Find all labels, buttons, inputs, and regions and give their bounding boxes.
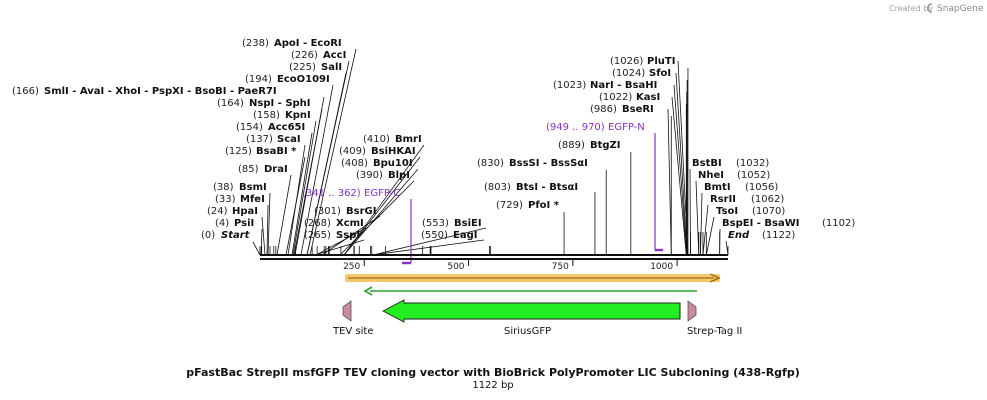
site-label-acc65i[interactable]: (154)Acc65I xyxy=(236,122,305,133)
site-label-bmri[interactable]: (410)BmrI xyxy=(363,134,422,145)
restriction-site-labels: (0)Start (4)PsiI (24)HpaI (33)MfeI (38)B… xyxy=(12,38,855,241)
site-label-btsi[interactable]: (803)BtsI - BtsαI xyxy=(484,182,578,193)
site-label-sspi[interactable]: (265)SspI xyxy=(304,230,360,241)
site-label-tsoi[interactable]: TsoI(1070) xyxy=(716,206,785,217)
site-label-bsssi[interactable]: (830)BssSI - BssSαI xyxy=(477,158,588,169)
site-label-scai[interactable]: (137)ScaI xyxy=(246,134,301,145)
site-label-bseri[interactable]: (986)BseRI xyxy=(590,104,654,115)
site-leader xyxy=(725,240,729,256)
site-leader xyxy=(702,204,709,256)
site-label-start[interactable]: (0)Start xyxy=(201,230,251,241)
site-label-btgzi[interactable]: (889)BtgZI xyxy=(558,140,621,151)
site-label-pluti[interactable]: (1026)PluTI xyxy=(610,56,675,67)
sequence-line xyxy=(260,254,728,260)
site-label-bsmi[interactable]: (38)BsmI xyxy=(213,182,267,193)
site-leader xyxy=(700,192,703,256)
site-label-bpu10i[interactable]: (408)Bpu10I xyxy=(341,158,413,169)
site-label-xcmi[interactable]: (268)XcmI xyxy=(304,218,364,229)
site-label-bmti[interactable]: BmtI(1056) xyxy=(704,182,778,193)
site-leader xyxy=(667,108,672,256)
map-title: pFastBac StrepII msfGFP TEV cloning vect… xyxy=(186,366,800,379)
feature-siriusgfp[interactable]: SiriusGFP xyxy=(382,299,681,337)
site-label-drai[interactable]: (85)DraI xyxy=(238,164,288,175)
site-leader xyxy=(695,180,700,256)
site-label-sali[interactable]: (225)SalI xyxy=(289,62,342,73)
site-label-nari-bsahi[interactable]: (1023)NarI - BsaHI xyxy=(553,80,657,91)
site-label-bsihkai[interactable]: (409)BsiHKAI xyxy=(339,146,416,157)
site-label-nhei[interactable]: NheI(1052) xyxy=(698,170,770,181)
site-label-apoi-ecori[interactable]: (238)ApoI - EcoRI xyxy=(242,38,342,49)
site-label-end[interactable]: End(1122) xyxy=(728,230,795,241)
snapgene-brand: SnapGene xyxy=(937,4,984,14)
site-leader-lines xyxy=(252,48,487,256)
primer-label-egfp-c[interactable]: (341 .. 362)EGFP-C xyxy=(302,188,400,199)
feature-tev-site[interactable]: TEV site xyxy=(332,300,374,337)
ruler-tick-label: 1000 xyxy=(650,262,673,272)
site-label-bstbi[interactable]: BstBI(1032) xyxy=(692,158,769,169)
site-ticks xyxy=(259,60,729,256)
site-leader xyxy=(677,60,689,256)
orf-bar[interactable] xyxy=(345,273,721,283)
site-leader xyxy=(673,84,688,256)
ruler-tick-label: 500 xyxy=(447,262,464,272)
ruler-tick-label: 750 xyxy=(552,262,569,272)
ruler-ticks: 250 500 750 1000 xyxy=(343,259,678,272)
site-leader xyxy=(675,72,688,256)
site-label-bsiei[interactable]: (553)BsiEI xyxy=(422,218,482,229)
snapgene-logo-icon xyxy=(927,3,933,13)
site-leader xyxy=(705,216,715,256)
map-length: 1122 bp xyxy=(472,380,513,391)
site-label-sfoi[interactable]: (1024)SfoI xyxy=(612,68,671,79)
site-label-eagi[interactable]: (550)EagI xyxy=(421,230,477,241)
primer-label-egfp-n[interactable]: (949 .. 970)EGFP-N xyxy=(546,122,645,133)
site-label-nspi-sphi[interactable]: (164)NspI - SphI xyxy=(217,98,311,109)
site-label-ecoo109i[interactable]: (194)EcoO109I xyxy=(245,74,330,85)
site-label-bsabi[interactable]: (125)BsaBI * xyxy=(225,146,297,157)
feature-label-tev-site: TEV site xyxy=(332,326,374,337)
site-label-pfoi[interactable]: (729)PfoI * xyxy=(496,200,560,211)
feature-label-siriusgfp: SiriusGFP xyxy=(504,326,551,337)
site-label-acci[interactable]: (226)AccI xyxy=(291,50,346,61)
site-label-hpai[interactable]: (24)HpaI xyxy=(207,206,258,217)
created-by-text: Created by xyxy=(889,4,933,13)
site-leader xyxy=(671,96,687,256)
site-label-bspei-bsawi[interactable]: BspEI - BsaWI(1102) xyxy=(722,218,855,229)
site-label-mfei[interactable]: (33)MfeI xyxy=(215,194,265,205)
orf-inner-arrow xyxy=(363,286,697,296)
site-label-bsrgi[interactable]: (301)BsrGI xyxy=(314,206,376,217)
ruler-tick-label: 250 xyxy=(343,262,360,272)
feature-strep-tag-ii[interactable]: Strep-Tag II xyxy=(687,300,742,337)
site-label-kasi[interactable]: (1022)KasI xyxy=(599,92,660,103)
site-label-smli-group[interactable]: (166)SmlI - AvaI - XhoI - PspXI - BsoBI … xyxy=(12,86,277,97)
site-label-blpi[interactable]: (390)BlpI xyxy=(356,170,410,181)
site-label-psii[interactable]: (4)PsiI xyxy=(215,218,254,229)
site-label-rsrii[interactable]: RsrII(1062) xyxy=(710,194,784,205)
feature-label-strep-tag-ii: Strep-Tag II xyxy=(687,326,742,337)
site-label-kpni[interactable]: (158)KpnI xyxy=(253,110,311,121)
